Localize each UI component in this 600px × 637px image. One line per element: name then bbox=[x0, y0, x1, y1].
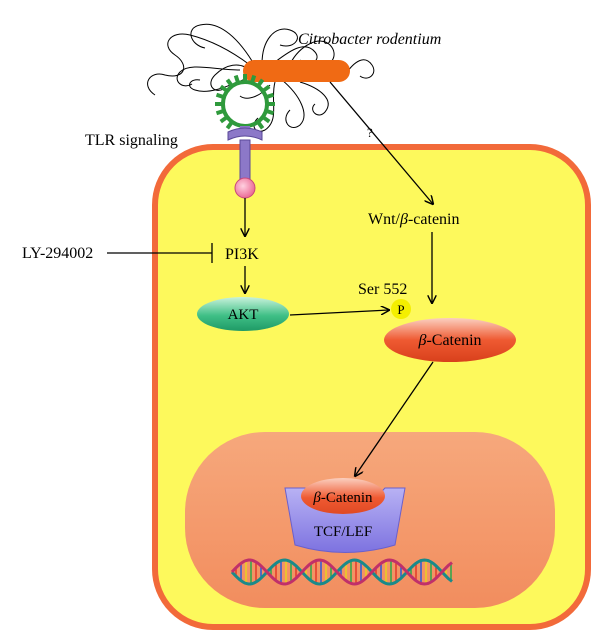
receptor-spike bbox=[219, 115, 229, 124]
inhibitor-label: LY-294002 bbox=[22, 245, 93, 262]
phospho-p-label: P bbox=[397, 302, 404, 317]
bacterium-body bbox=[243, 60, 350, 82]
receptor-tir-domain bbox=[234, 177, 256, 199]
dna-strand bbox=[230, 558, 453, 586]
arrow-beta-catenin-to-nucleus bbox=[355, 361, 434, 476]
phospho-marker bbox=[391, 299, 411, 319]
dna-strand bbox=[230, 558, 453, 586]
receptor-spike bbox=[249, 74, 257, 84]
receptor-spike bbox=[261, 115, 271, 124]
wnt-beta-catenin-label: Wnt/β-catenin bbox=[368, 211, 460, 228]
receptor-spike bbox=[233, 74, 241, 84]
receptor-spike bbox=[225, 78, 234, 88]
receptor-spike bbox=[219, 84, 229, 93]
akt-label: AKT bbox=[228, 307, 259, 323]
tcf-lef-label: TCF/LEF bbox=[314, 524, 372, 540]
receptor-spike bbox=[215, 92, 225, 100]
bacterium-flagella bbox=[147, 23, 375, 132]
receptor-spike bbox=[256, 78, 265, 88]
unknown-link-label: ? bbox=[367, 125, 373, 140]
beta-catenin-cytoplasm-label: β-Catenin bbox=[417, 332, 481, 349]
tlr-receptor bbox=[215, 74, 275, 199]
akt-node bbox=[197, 297, 289, 331]
arrow-akt-to-phospho bbox=[289, 310, 389, 316]
receptor-spike bbox=[265, 108, 275, 116]
receptor-spike bbox=[265, 92, 275, 100]
dna-helix bbox=[230, 558, 453, 586]
beta-catenin-cytoplasm-node bbox=[384, 318, 516, 362]
receptor-spike bbox=[256, 120, 265, 130]
receptor-spike bbox=[215, 108, 225, 116]
phospho-site-label: Ser 552 bbox=[358, 281, 407, 298]
pathway-arrows bbox=[107, 81, 434, 476]
beta-catenin-nucleus-node bbox=[301, 478, 385, 514]
receptor-spike bbox=[225, 120, 234, 130]
bacterium-label: Citrobacter rodentium bbox=[298, 31, 441, 48]
receptor-spike bbox=[261, 84, 271, 93]
beta-catenin-nucleus-label: β-Catenin bbox=[312, 490, 373, 506]
pi3k-label: PI3K bbox=[225, 246, 259, 263]
arrow-bacterium-to-wnt bbox=[329, 81, 433, 204]
tlr-signaling-label: TLR signaling bbox=[85, 132, 178, 149]
